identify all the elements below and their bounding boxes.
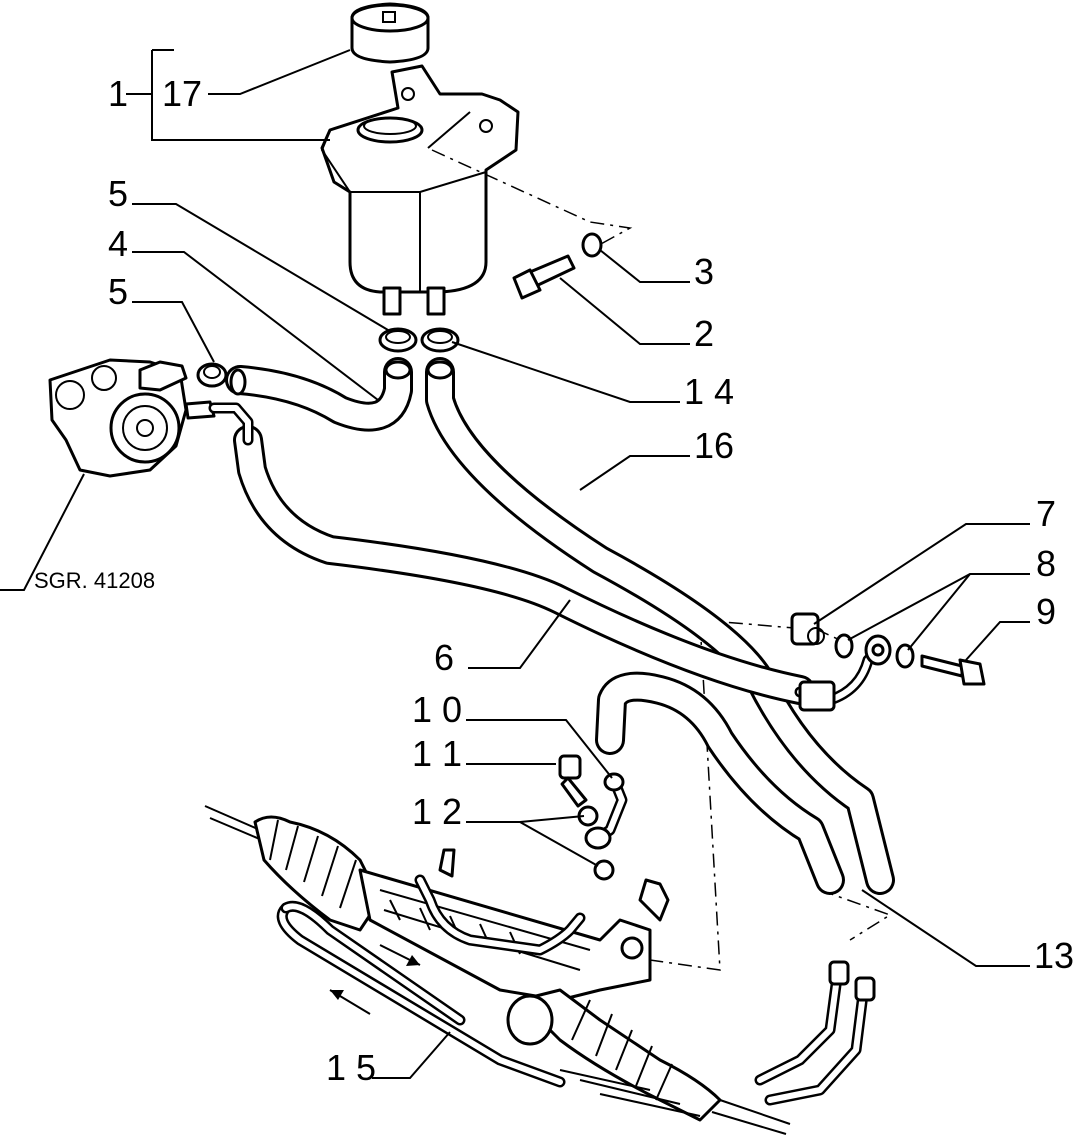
seal-washer-7 bbox=[790, 612, 825, 646]
callout-2: 2 bbox=[694, 313, 714, 354]
hose-clamp-5 bbox=[378, 327, 418, 353]
callout-9: 9 bbox=[1036, 591, 1056, 632]
callout-12: 1 2 bbox=[412, 791, 462, 832]
callout-17: 17 bbox=[162, 73, 202, 114]
hose-13 bbox=[595, 671, 845, 895]
washer-3 bbox=[581, 232, 603, 258]
union-10 bbox=[584, 772, 628, 850]
callout-1: 1 bbox=[108, 73, 128, 114]
hose-6 bbox=[233, 425, 815, 705]
callout-5-top: 5 bbox=[108, 173, 128, 214]
callout-4: 4 bbox=[108, 223, 128, 264]
callout-6: 6 bbox=[434, 637, 454, 678]
steering-rack bbox=[204, 805, 791, 1135]
hose-clamp-5-pump bbox=[196, 362, 228, 388]
power-steering-pump bbox=[48, 358, 254, 478]
callout-7: 7 bbox=[1036, 493, 1056, 534]
callout-15: 1 5 bbox=[326, 1047, 376, 1088]
return-pipe-15 bbox=[276, 900, 566, 1088]
hose-16 bbox=[425, 357, 895, 895]
callout-13: 13 bbox=[1034, 935, 1074, 976]
banjo-bolt-9 bbox=[920, 654, 986, 686]
pressure-fitting bbox=[790, 612, 986, 712]
reservoir-tank bbox=[320, 64, 520, 316]
washer-12b bbox=[593, 859, 615, 881]
hose-clamp-14 bbox=[420, 327, 460, 353]
reservoir-cap bbox=[350, 2, 430, 64]
reference-note: SGR. 41208 bbox=[34, 568, 155, 593]
callout-3: 3 bbox=[694, 251, 714, 292]
callout-14: 1 4 bbox=[684, 371, 734, 412]
callout-10: 1 0 bbox=[412, 689, 462, 730]
bolt-2 bbox=[512, 254, 576, 300]
rack-return-pipes bbox=[559, 960, 876, 1117]
callout-8: 8 bbox=[1036, 543, 1056, 584]
flow-arrow-right bbox=[379, 944, 421, 966]
bolt-11 bbox=[558, 754, 588, 808]
flow-arrow-left bbox=[329, 989, 371, 1015]
callout-16: 16 bbox=[694, 425, 734, 466]
hose-4 bbox=[225, 357, 413, 432]
callout-11: 1 1 bbox=[412, 733, 462, 774]
callout-5-pump: 5 bbox=[108, 271, 128, 312]
